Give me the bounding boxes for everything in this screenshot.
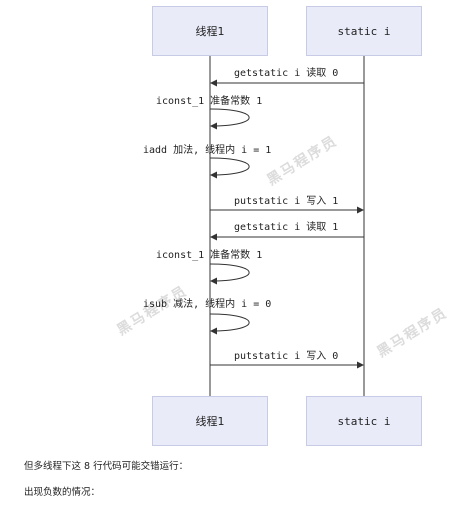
message-arrow-6 (209, 263, 250, 285)
note-negative-case: 出现负数的情况： (24, 487, 101, 498)
message-arrow-3 (209, 157, 250, 179)
message-label-6: iconst_1 准备常数 1 (156, 250, 263, 261)
participant-static-i-label: static i (337, 24, 391, 38)
message-label-1: getstatic i 读取 0 (234, 68, 339, 79)
note-interleaving: 但多线程下这 8 行代码可能交错运行： (24, 461, 189, 472)
message-label-7: isub 减法, 线程内 i = 0 (143, 299, 272, 310)
participant-thread1-label: 线程1 (195, 415, 225, 428)
message-arrow-2 (209, 108, 250, 130)
message-label-2: iconst_1 准备常数 1 (156, 96, 263, 107)
participant-static-i-bottom: static i (306, 396, 422, 446)
participant-thread1-top: 线程1 (152, 6, 268, 56)
message-arrow-7 (209, 313, 250, 335)
message-label-8: putstatic i 写入 0 (234, 351, 339, 362)
participant-static-i-top: static i (306, 6, 422, 56)
message-label-5: getstatic i 读取 1 (234, 222, 339, 233)
message-label-4: putstatic i 写入 1 (234, 196, 339, 207)
participant-thread1-bottom: 线程1 (152, 396, 268, 446)
participant-thread1-label: 线程1 (195, 25, 225, 38)
message-label-3: iadd 加法, 线程内 i = 1 (143, 145, 272, 156)
participant-static-i-label: static i (337, 414, 391, 428)
